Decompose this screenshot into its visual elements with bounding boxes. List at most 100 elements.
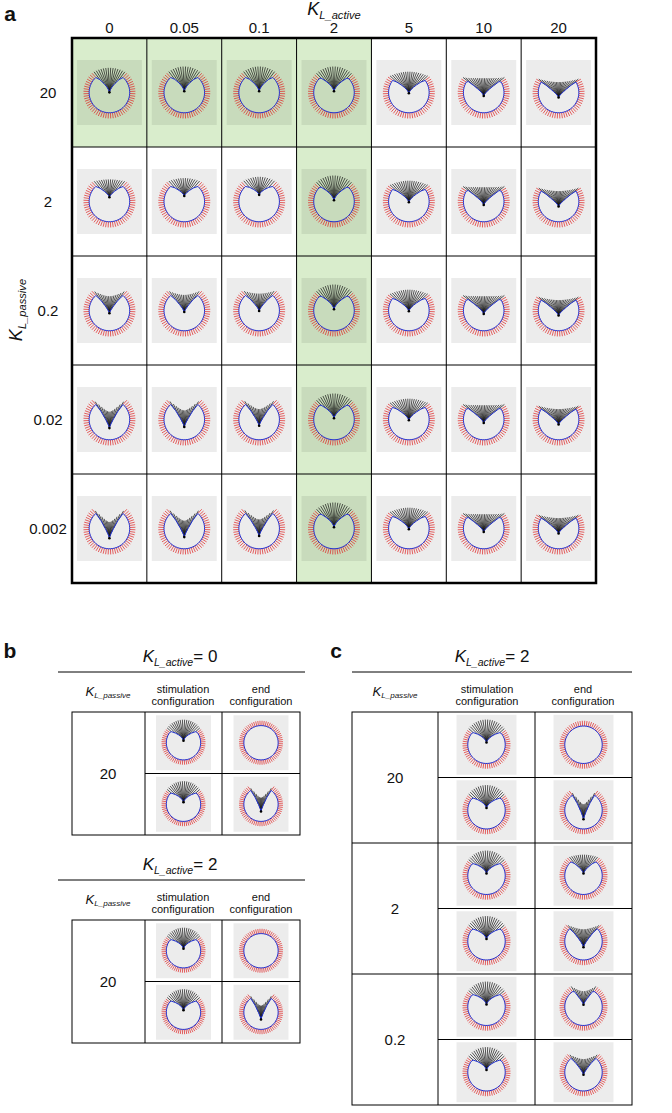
passive-cell-edge (458, 204, 464, 206)
focal-point (108, 91, 111, 94)
passive-cell-edge (503, 195, 509, 196)
passive-cell-edge (387, 406, 392, 409)
passive-cell-edge (473, 220, 475, 225)
passive-cell-edge (127, 406, 132, 409)
passive-cell-edge (354, 200, 360, 201)
passive-cell-edge (579, 197, 585, 199)
passive-cell-edge (159, 306, 165, 308)
passive-cell-edge (238, 323, 243, 326)
plot-background (77, 278, 142, 343)
apical-surface (389, 407, 430, 439)
passive-cell-edge (425, 77, 430, 80)
passive-cell-edge (204, 306, 210, 308)
passive-cell-edge (427, 190, 432, 192)
active-cell-edge (553, 409, 558, 424)
passive-cell-edge (270, 437, 273, 442)
passive-cell-edge (203, 190, 208, 192)
passive-cell-edge (427, 428, 432, 430)
passive-cell-edge (429, 418, 435, 419)
apical-surface (89, 77, 130, 112)
passive-cell-edge (533, 200, 539, 201)
passive-cell-edge (158, 527, 164, 528)
active-cell-edge (111, 69, 118, 89)
passive-cell-edge (354, 424, 360, 425)
active-cell-edge (417, 402, 426, 412)
active-cell-edge (335, 68, 343, 89)
passive-cell-edge (204, 313, 210, 315)
passive-cell-edge (127, 515, 132, 518)
passive-cell-edge (129, 524, 135, 526)
passive-cell-edge (171, 219, 174, 224)
passive-cell-edge (578, 411, 583, 413)
passive-cell-edge (83, 418, 89, 419)
passive-cell-edge (205, 309, 211, 310)
passive-cell-edge (383, 95, 389, 97)
passive-cell-edge (279, 88, 285, 90)
passive-cell-edge (162, 297, 167, 300)
plot-background (77, 60, 142, 125)
passive-cell-edge (458, 313, 464, 315)
passive-cell-edge (336, 440, 338, 446)
passive-cell-edge (470, 437, 473, 442)
passive-cell-edge (504, 197, 510, 199)
passive-cell-edge (425, 404, 430, 407)
passive-cell-edge (116, 221, 118, 226)
passive-cell-edge (279, 313, 285, 315)
passive-cell-edge (504, 202, 510, 203)
passive-cell-edge (129, 302, 134, 304)
passive-cell-edge (277, 297, 282, 300)
passive-cell-edge (234, 304, 240, 305)
passive-cell-edge (385, 81, 390, 83)
passive-cell-edge (385, 101, 390, 103)
passive-cell-edge (353, 411, 358, 413)
passive-cell-edge (427, 408, 432, 410)
passive-cell-edge (486, 113, 488, 119)
passive-cell-edge (180, 440, 182, 446)
passive-cell-edge (475, 330, 477, 335)
passive-cell-edge (203, 317, 208, 319)
passive-cell-edge (159, 86, 165, 87)
passive-cell-edge (458, 424, 464, 425)
passive-cell-edge (126, 77, 131, 80)
passive-cell-edge (577, 210, 582, 212)
passive-cell-edge (460, 428, 465, 430)
active-cell-edge (473, 405, 482, 420)
passive-cell-edge (83, 529, 89, 530)
passive-cell-edge (502, 210, 507, 212)
passive-cell-edge (122, 327, 125, 332)
passive-cell-edge (158, 529, 164, 530)
focal-point (408, 310, 411, 313)
passive-cell-edge (552, 330, 553, 336)
passive-cell-edge (250, 112, 252, 117)
passive-cell-edge (384, 413, 390, 414)
focal-point (258, 310, 261, 313)
passive-cell-edge (427, 81, 432, 83)
passive-cell-edge (479, 222, 481, 228)
passive-cell-edge (426, 103, 431, 106)
passive-cell-edge (429, 304, 435, 305)
passive-cell-edge (428, 302, 433, 304)
active-cell-edge (336, 69, 345, 87)
passive-cell-edge (398, 111, 400, 116)
passive-cell-edge (385, 408, 390, 410)
passive-cell-edge (246, 219, 249, 224)
passive-cell-edge (344, 328, 347, 333)
passive-cell-edge (308, 309, 314, 310)
passive-cell-edge (129, 411, 134, 413)
passive-cell-edge (87, 321, 92, 324)
passive-cell-edge (579, 420, 585, 421)
passive-cell-edge (264, 439, 265, 445)
passive-cell-edge (84, 304, 90, 305)
apical-surface (239, 404, 280, 439)
passive-cell-edge (264, 221, 265, 227)
passive-cell-edge (162, 539, 167, 542)
passive-cell-edge (83, 309, 89, 310)
passive-cell-edge (253, 221, 254, 227)
passive-cell-edge (492, 438, 494, 443)
passive-cell-edge (533, 304, 539, 305)
passive-cell-edge (161, 81, 166, 83)
passive-cell-edge (384, 193, 389, 195)
passive-cell-edge (233, 93, 239, 94)
passive-cell-edge (352, 190, 357, 192)
passive-cell-edge (409, 113, 410, 119)
